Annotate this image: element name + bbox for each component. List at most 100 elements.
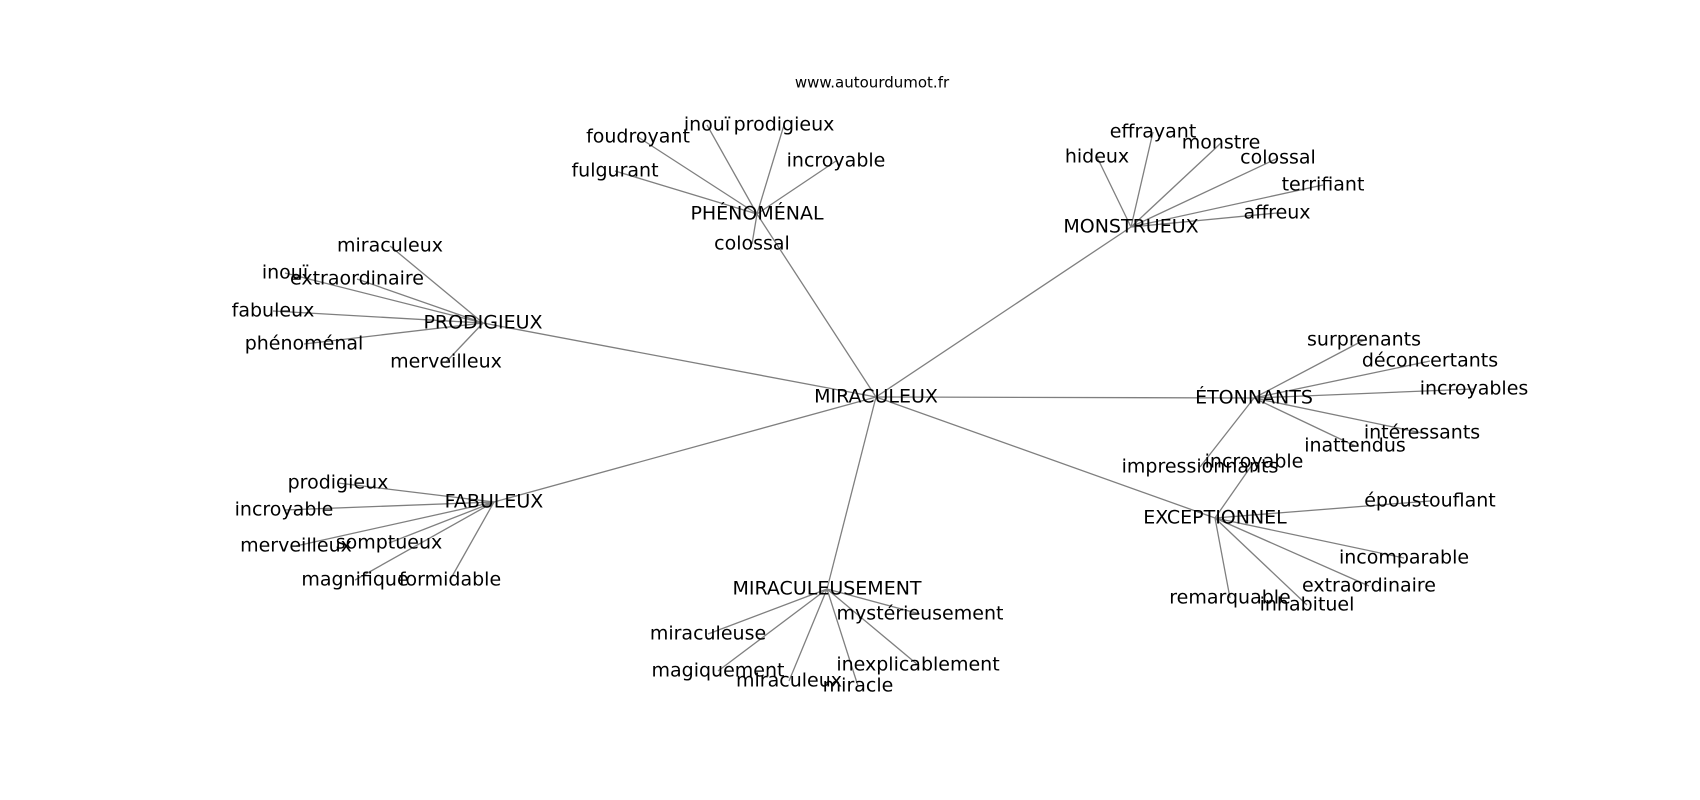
edge-cluster-3-leaf-2 [1253,388,1475,399]
leaf-node-label: extraordinaire [290,268,424,290]
labels: www.autourdumot.fr MIRACULEUX PHÉNOMÉNAL f… [232,74,1529,697]
center-node-label: MIRACULEUX [814,386,938,408]
edge-cluster-1-leaf-5 [1096,156,1132,228]
leaf-node-label: incroyable [235,499,334,521]
leaf-node-label: effrayant [1110,121,1197,143]
edge-center-to-5 [875,396,1216,519]
edge-cluster-6-leaf-0 [826,588,921,615]
leaf-node-label: colossal [1240,147,1316,169]
edge-cluster-0-leaf-2 [756,124,785,215]
leaf-node-label: déconcertants [1362,350,1498,372]
edges [272,124,1475,687]
source-watermark: www.autourdumot.fr [795,74,950,92]
edge-center-to-3 [875,396,1255,399]
leaf-node-label: hideux [1065,146,1129,168]
leaf-node-label: formidable [399,569,501,591]
leaf-node-label: incomparable [1339,547,1469,569]
edge-cluster-4-leaf-5 [449,501,495,581]
edge-cluster-6-leaf-1 [707,588,828,635]
edge-cluster-1-leaf-4 [1130,212,1278,228]
edge-cluster-4-leaf-1 [283,501,495,511]
leaf-node-label: monstre [1182,132,1261,154]
edge-cluster-5-leaf-0 [1214,461,1255,519]
edge-center-to-1 [875,226,1132,398]
edge-cluster-0-leaf-1 [706,124,758,215]
leaf-node-label: prodigieux [734,114,835,136]
leaf-node-label: remarquable [1169,587,1291,609]
leaf-node-label: inhabituel [1260,594,1355,616]
edge-cluster-5-leaf-4 [1214,517,1308,606]
edge-cluster-1-leaf-0 [1130,131,1154,228]
leaf-node-label: mystérieusement [837,603,1004,625]
leaf-node-label: inexplicablement [836,654,999,676]
leaf-node-label: surprenants [1307,329,1421,351]
edge-cluster-5-leaf-3 [1214,517,1370,587]
edge-center-to-0 [756,213,877,398]
leaf-node-label: époustouflant [1364,490,1496,512]
leaf-node-label: miraculeux [337,235,443,257]
leaf-node-label: magnifique [301,569,408,591]
edge-cluster-6-leaf-3 [826,588,919,666]
leaf-node-label: incroyable [1205,451,1304,473]
leaf-node-label: affreux [1243,202,1310,224]
edge-cluster-2-leaf-5 [445,322,484,363]
edge-cluster-4-leaf-4 [354,501,495,581]
cluster-node-label: PHÉNOMÉNAL [690,202,824,225]
edge-cluster-2-leaf-2 [356,278,484,324]
cluster-node-label: FABULEUX [445,491,544,513]
leaf-node-label: inattendus [1304,435,1406,457]
edge-cluster-5-leaf-5 [1214,517,1231,599]
edge-cluster-2-leaf-0 [389,245,484,324]
cluster-node-label: ÉTONNANTS [1195,386,1313,409]
edge-cluster-3-leaf-0 [1253,339,1365,399]
leaf-node-label: incroyables [1420,378,1529,400]
leaf-node-label: fulgurant [571,160,658,182]
edge-cluster-3-leaf-3 [1253,397,1423,434]
leaf-node-label: miracle [823,675,894,697]
edge-cluster-3-leaf-1 [1253,360,1431,399]
leaf-node-label: inouï [262,262,309,284]
edge-cluster-6-leaf-4 [788,588,828,682]
edge-cluster-4-leaf-0 [337,482,495,503]
leaf-node-label: merveilleux [240,535,352,557]
edge-center-to-4 [493,396,877,503]
edge-cluster-5-leaf-1 [1214,500,1431,519]
leaf-node-label: magiquement [652,660,785,682]
cluster-node-label: EXCEPTIONNEL [1143,507,1287,529]
edge-cluster-5-leaf-2 [1214,517,1405,559]
edge-cluster-2-leaf-3 [272,310,484,324]
cluster-node-label: PRODIGIEUX [423,312,542,334]
leaf-node-label: incroyable [787,150,886,172]
leaf-node-label: extraordinaire [1302,575,1436,597]
leaf-node-label: miraculeuse [650,623,766,645]
edge-cluster-0-leaf-3 [756,160,837,215]
edge-cluster-0-leaf-0 [637,136,758,215]
edge-cluster-2-leaf-1 [284,272,484,324]
leaf-node-label: miraculeux [736,670,842,692]
leaf-node-label: merveilleux [390,351,502,373]
leaf-node-label: inouï [684,114,731,136]
cluster-node-label: MONSTRUEUX [1063,216,1198,238]
edge-cluster-3-leaf-5 [1199,397,1255,468]
leaf-node-label: fabuleux [232,300,315,322]
leaf-node-label: intéressants [1364,422,1480,444]
leaf-node-label: colossal [714,233,790,255]
leaf-node-label: terrifiant [1282,174,1365,196]
edge-cluster-3-leaf-4 [1253,397,1356,447]
leaf-node-label: foudroyant [586,126,690,148]
cluster-node-label: MIRACULEUSEMENT [732,578,921,600]
edge-cluster-2-leaf-4 [303,322,484,345]
edge-cluster-1-leaf-3 [1130,184,1324,228]
edge-cluster-4-leaf-3 [295,501,495,547]
edge-cluster-1-leaf-1 [1130,142,1222,228]
edge-cluster-1-leaf-2 [1130,157,1279,228]
edge-cluster-6-leaf-2 [717,588,828,672]
edge-cluster-0-leaf-5 [751,213,758,245]
leaf-node-label: prodigieux [288,472,389,494]
edge-center-to-2 [482,322,877,398]
edge-cluster-0-leaf-4 [614,170,758,215]
leaf-node-label: somptueux [336,532,443,554]
edge-cluster-6-leaf-5 [826,588,859,687]
leaf-node-label: impressionnants [1122,456,1279,478]
